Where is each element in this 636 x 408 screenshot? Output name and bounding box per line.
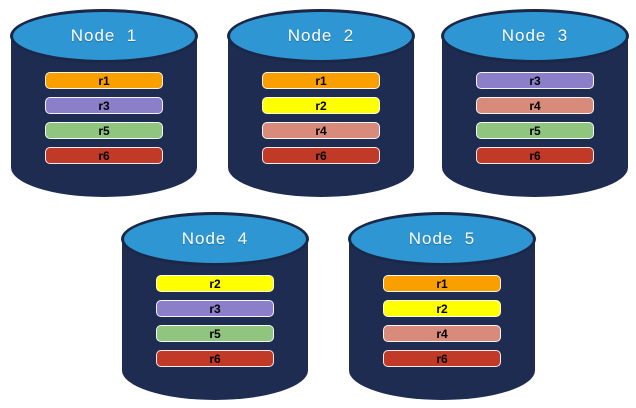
replica-bar: r2 [262,97,380,114]
replica-bar: r6 [476,147,594,164]
replica-bar: r4 [262,122,380,139]
replica-bar: r6 [156,350,274,367]
replica-list: r3 r4 r5 r6 [476,72,594,172]
node-label: Node 5 [408,229,476,248]
replica-bar: r6 [262,147,380,164]
replica-bar: r5 [156,325,274,342]
node-cylinder-3: Node 3 r3 r4 r5 r6 [441,9,629,197]
node-cylinder-4: Node 4 r2 r3 r5 r6 [121,212,309,400]
replica-bar: r6 [45,147,163,164]
replica-list: r2 r3 r5 r6 [156,275,274,375]
node-label: Node 1 [70,26,138,45]
node-label: Node 3 [501,26,569,45]
cylinder-top: Node 2 [227,9,415,63]
replica-bar: r4 [383,325,501,342]
replica-list: r1 r3 r5 r6 [45,72,163,172]
node-cylinder-5: Node 5 r1 r2 r4 r6 [348,212,536,400]
replica-bar: r1 [45,72,163,89]
replica-bar: r3 [476,72,594,89]
replica-bar: r5 [476,122,594,139]
replica-list: r1 r2 r4 r6 [383,275,501,375]
replica-bar: r6 [383,350,501,367]
replica-bar: r5 [45,122,163,139]
replica-bar: r2 [383,300,501,317]
cylinder-top: Node 5 [348,212,536,266]
cylinder-top: Node 1 [10,9,198,63]
replica-list: r1 r2 r4 r6 [262,72,380,172]
node-label: Node 2 [287,26,355,45]
cylinder-top: Node 4 [121,212,309,266]
replica-bar: r3 [156,300,274,317]
replica-bar: r1 [383,275,501,292]
cylinder-top: Node 3 [441,9,629,63]
replica-bar: r1 [262,72,380,89]
node-cylinder-2: Node 2 r1 r2 r4 r6 [227,9,415,197]
replica-bar: r3 [45,97,163,114]
replica-bar: r4 [476,97,594,114]
node-cylinder-1: Node 1 r1 r3 r5 r6 [10,9,198,197]
replica-bar: r2 [156,275,274,292]
node-label: Node 4 [181,229,249,248]
